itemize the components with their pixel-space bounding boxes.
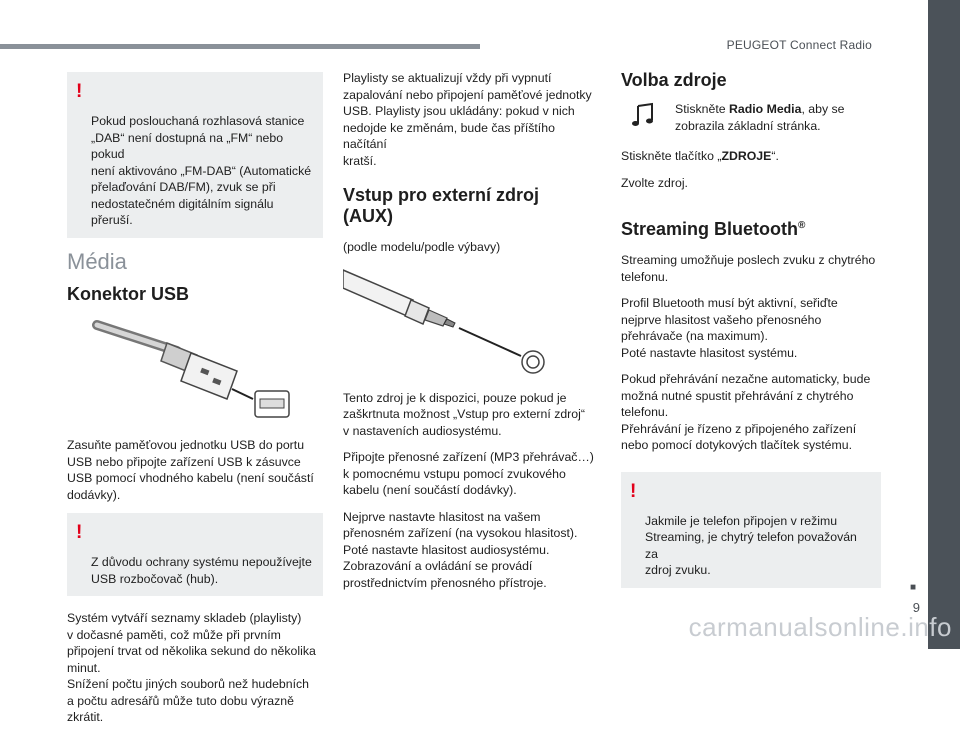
aux-model-note: (podle modelu/podle výbavy) <box>343 240 501 254</box>
warning-box-hub: ! Z důvodu ochrany systému nepoužívejte … <box>67 513 323 596</box>
bluetooth-heading: Streaming Bluetooth® <box>621 215 879 240</box>
source-button-pre: Stiskněte tlačítko „ <box>621 149 722 163</box>
aux-volume-text: Nejprve nastavte hlasitost na vašem přen… <box>343 509 578 590</box>
continuation-marker: ■ <box>909 582 916 593</box>
bluetooth-intro: Streaming umožňuje poslech zvuku z chytr… <box>621 253 876 284</box>
usb-instructions: Zasuňte paměťovou jednotku USB do portu … <box>67 438 314 502</box>
aux-connect-text: Připojte přenosné zařízení (MP3 přehráva… <box>343 450 594 497</box>
usb-plug-icon <box>92 320 290 418</box>
section-title-media: Média <box>67 248 127 274</box>
aux-heading: Vstup pro externí zdroj (AUX) <box>343 185 540 226</box>
jack-plug-icon <box>343 268 545 374</box>
registered-mark: ® <box>798 220 806 231</box>
warning-icon: ! <box>630 480 637 502</box>
source-button-instruction: Stiskněte tlačítko „ZDROJE“. <box>621 148 879 165</box>
press-text-post: , aby se zobrazila základní stránka. <box>675 102 845 133</box>
warning-icon: ! <box>76 522 83 543</box>
playlist-creation-text: Systém vytváří seznamy skladeb (playlist… <box>67 611 316 724</box>
warning-icon: ! <box>76 81 83 102</box>
warning-box-dab: ! Pokud poslouchaná rozhlasová stanice „… <box>67 72 323 238</box>
column-middle: Playlisty se aktualizují vždy při vypnut… <box>343 70 599 601</box>
warning-dab-text: Pokud poslouchaná rozhlasová stanice „DA… <box>91 114 312 227</box>
sidebar-strip <box>928 0 960 649</box>
header-bar <box>0 44 480 49</box>
warning-hub-text: Z důvodu ochrany systému nepoužívejte US… <box>91 555 312 586</box>
aux-availability-text: Tento zdroj je k dispozici, pouze pokud … <box>343 390 585 438</box>
music-note-icon <box>631 102 655 128</box>
source-button-label: ZDROJE <box>721 149 772 163</box>
warning-streaming-text: Jakmile je telefon připojen v režimu Str… <box>645 513 857 578</box>
usb-illustration <box>67 317 323 429</box>
usb-heading: Konektor USB <box>67 284 190 304</box>
warning-box-streaming: ! Jakmile je telefon připojen v režimu S… <box>621 471 881 588</box>
bluetooth-heading-text: Streaming Bluetooth <box>621 219 799 239</box>
press-text-pre: Stiskněte <box>675 102 729 116</box>
watermark: carmanualsonline.info <box>688 612 952 642</box>
source-heading: Volba zdroje <box>621 70 727 90</box>
manual-title: PEUGEOT Connect Radio <box>726 38 872 52</box>
page-number: 9 <box>912 600 920 615</box>
radio-media-label: Radio Media <box>729 102 802 116</box>
choose-source-text: Zvolte zdroj. <box>621 175 688 190</box>
aux-illustration <box>343 266 599 384</box>
column-right: Volba zdroje Stiskněte Radio Media, aby … <box>621 70 881 588</box>
column-left: ! Pokud poslouchaná rozhlasová stanice „… <box>67 72 323 736</box>
source-button-post: “. <box>771 149 779 163</box>
radio-media-instruction: Stiskněte Radio Media, aby se zobrazila … <box>621 101 879 134</box>
bluetooth-profile-text: Profil Bluetooth musí být aktivní, seřiď… <box>621 296 838 360</box>
bluetooth-playback-text: Pokud přehrávání nezačne automaticky, bu… <box>621 372 871 452</box>
playlist-update-text: Playlisty se aktualizují vždy při vypnut… <box>343 71 592 168</box>
